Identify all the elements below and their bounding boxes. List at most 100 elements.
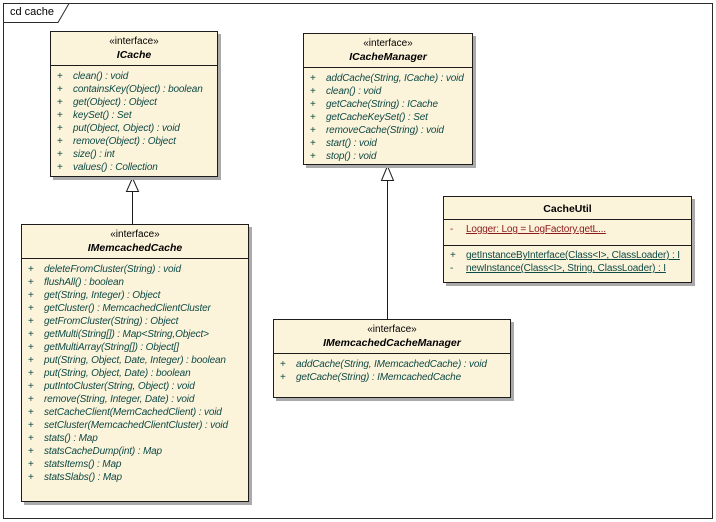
class-header: CacheUtil <box>444 197 691 216</box>
methods-compartment: +addCache(String, ICache) : void+clean()… <box>304 68 472 163</box>
member-signature: getInstanceByInterface(Class<I>, ClassLo… <box>466 250 680 261</box>
visibility-marker: + <box>57 162 63 173</box>
visibility-marker: + <box>28 407 34 418</box>
member-row: +getFromCluster(String) : Object <box>28 315 246 328</box>
member-row: + keySet() : Set <box>57 109 215 122</box>
member-signature: getCache(String) : ICache <box>326 99 438 110</box>
visibility-marker: + <box>57 97 63 108</box>
member-signature: keySet() : Set <box>73 110 132 121</box>
compartment-divider <box>51 65 217 66</box>
member-signature: start() : void <box>326 138 377 149</box>
member-row: +clean() : void <box>57 70 215 83</box>
member-row: + setCacheClient(MemCachedClient) : void <box>28 406 246 419</box>
generalization-arrow-imemcachedcachemanager-icachemanager[interactable] <box>380 164 395 319</box>
visibility-marker: + <box>310 112 316 123</box>
member-row: -Logger: Log = LogFactory.getL... <box>450 223 689 236</box>
member-row: +clean() : void <box>310 85 470 98</box>
class-name: ICacheManager <box>349 51 427 63</box>
member-signature: get(String, Integer) : Object <box>44 290 161 301</box>
member-signature: size() : int <box>73 149 115 160</box>
visibility-marker: + <box>28 394 34 405</box>
class-box-icachemanager[interactable]: «interface» ICacheManager +addCache(Stri… <box>303 33 473 165</box>
compartment-divider <box>444 219 691 220</box>
member-row: +stats() : Map <box>28 432 246 445</box>
member-row: +containsKey(Object) : boolean <box>57 83 215 96</box>
member-row: +remove(Object) : Object <box>57 135 215 148</box>
member-signature: statsCacheDump(int) : Map <box>44 446 162 457</box>
member-row: +putIntoCluster(String, Object) : void <box>28 380 246 393</box>
visibility-marker: + <box>28 433 34 444</box>
generalization-arrow-imemcachedcache-icache[interactable] <box>125 176 140 224</box>
visibility-marker: + <box>28 342 34 353</box>
member-row: -newInstance(Class<I>, String, ClassLoad… <box>450 262 689 275</box>
member-row: +flushAll() : boolean <box>28 276 246 289</box>
compartment-divider <box>444 245 691 246</box>
methods-compartment: + addCache(String, IMemcachedCache) : voi… <box>274 354 510 384</box>
class-box-imemcachedcache[interactable]: «interface» IMemcachedCache +deleteFromC… <box>21 224 249 502</box>
member-row: +addCache(String, ICache) : void <box>310 72 470 85</box>
member-row: +getInstanceByInterface(Class<I>, ClassL… <box>450 249 689 262</box>
visibility-marker: - <box>450 224 454 235</box>
attributes-compartment: -Logger: Log = LogFactory.getL... <box>444 220 691 242</box>
member-row: + statsSlabs() : Map <box>28 471 246 484</box>
member-row: + statsCacheDump(int) : Map <box>28 445 246 458</box>
member-signature: statsItems() : Map <box>44 459 122 470</box>
visibility-marker: + <box>280 359 286 370</box>
visibility-marker: + <box>310 125 316 136</box>
visibility-marker: + <box>280 372 286 383</box>
member-row: + addCache(String, IMemcachedCache) : voi… <box>280 358 508 371</box>
visibility-marker: + <box>57 123 63 134</box>
visibility-marker: + <box>28 420 34 431</box>
member-row: +getCache(String) : IMemcachedCache <box>280 371 508 384</box>
member-row: +get(String, Integer) : Object <box>28 289 246 302</box>
member-signature: deleteFromCluster(String) : void <box>44 264 181 275</box>
class-header: «interface» IMemcachedCacheManager <box>274 320 510 350</box>
methods-compartment: +clean() : void+containsKey(Object) : bo… <box>51 66 217 174</box>
member-signature: remove(String, Integer, Date) : void <box>44 394 195 405</box>
visibility-marker: + <box>57 149 63 160</box>
visibility-marker: + <box>310 86 316 97</box>
member-row: + size() : int <box>57 148 215 161</box>
member-row: +get(Object) : Object <box>57 96 215 109</box>
class-box-cacheutil[interactable]: CacheUtil -Logger: Log = LogFactory.getL… <box>443 196 692 283</box>
visibility-marker: + <box>310 138 316 149</box>
member-signature: getMulti(String[]) : Map<String,Object> <box>44 329 209 340</box>
member-signature: newInstance(Class<I>, String, ClassLoade… <box>466 263 666 274</box>
visibility-marker: + <box>28 368 34 379</box>
methods-compartment: +getInstanceByInterface(Class<I>, ClassL… <box>444 246 691 275</box>
class-name: IMemcachedCacheManager <box>323 337 461 349</box>
stereotype-label: «interface» <box>367 324 417 335</box>
member-signature: statsSlabs() : Map <box>44 472 122 483</box>
class-header: «interface» ICacheManager <box>304 34 472 64</box>
member-signature: setCacheClient(MemCachedClient) : void <box>44 407 222 418</box>
visibility-marker: + <box>310 151 316 162</box>
member-row: + put(String, Object, Date, Integer) : bo… <box>28 354 246 367</box>
member-signature: addCache(String, ICache) : void <box>326 73 464 84</box>
visibility-marker: + <box>57 110 63 121</box>
visibility-marker: + <box>28 355 34 366</box>
member-row: +getCache(String) : ICache <box>310 98 470 111</box>
member-row: +getMultiArray(String[]) : Object[] <box>28 341 246 354</box>
member-signature: clean() : void <box>73 71 129 82</box>
member-row: +values() : Collection <box>57 161 215 174</box>
frame-tab <box>3 3 70 23</box>
stereotype-label: «interface» <box>363 38 413 49</box>
visibility-marker: + <box>28 472 34 483</box>
member-row: +statsItems() : Map <box>28 458 246 471</box>
member-signature: setCluster(MemcachedClientCluster) : voi… <box>44 420 228 431</box>
member-signature: put(Object, Object) : void <box>73 123 180 134</box>
member-signature: put(String, Object, Date, Integer) : boo… <box>44 355 226 366</box>
class-name: IMemcachedCache <box>87 242 183 254</box>
visibility-marker: + <box>57 84 63 95</box>
member-row: +getMulti(String[]) : Map<String,Object> <box>28 328 246 341</box>
member-row: +stop() : void <box>310 150 470 163</box>
member-row: +getCluster() : MemcachedClientCluster <box>28 302 246 315</box>
class-box-icache[interactable]: «interface» ICache +clean() : void+conta… <box>50 31 218 177</box>
class-box-imemcachedcachemanager[interactable]: «interface» IMemcachedCacheManager + addC… <box>273 319 511 398</box>
diagram-frame <box>3 3 713 519</box>
visibility-marker: + <box>28 446 34 457</box>
stereotype-label: «interface» <box>109 36 159 47</box>
member-signature: getFromCluster(String) : Object <box>44 316 179 327</box>
member-row: + setCluster(MemcachedClientCluster) : vo… <box>28 419 246 432</box>
member-signature: addCache(String, IMemcachedCache) : void <box>296 359 487 370</box>
